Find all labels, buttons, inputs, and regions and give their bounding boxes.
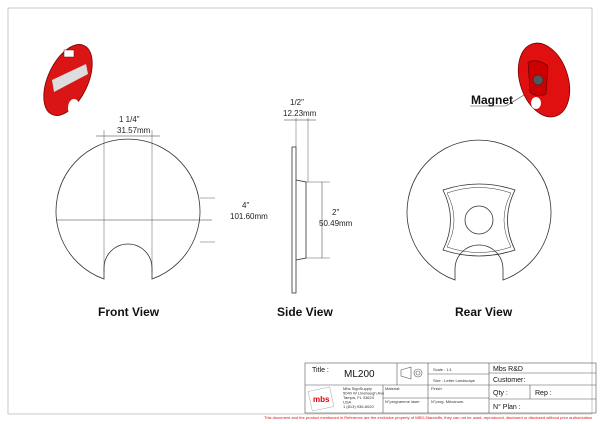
plan-number: N° Plan : — [493, 403, 521, 411]
magnet-label: Magnet — [471, 93, 513, 107]
front-view — [55, 130, 215, 280]
side-depth-mm: 12.23mm — [283, 109, 317, 118]
title-value: ML200 — [344, 369, 375, 380]
company: Mbs R&D — [493, 366, 523, 373]
front-view-label: Front View — [98, 305, 160, 319]
disclaimer: This document and the product mentioned … — [264, 415, 592, 420]
mbs-logo: mbs — [307, 386, 335, 412]
rep: Rep : — [535, 390, 552, 397]
side-view-label: Side View — [277, 305, 333, 319]
side-depth-inch: 1/2" — [290, 98, 304, 107]
scale: Scale : 1:1 — [433, 367, 453, 372]
mecanum-program: N°prog. Mécanum. — [431, 399, 464, 404]
side-view — [284, 118, 330, 294]
customer: Customer: — [493, 377, 525, 384]
laser-program: N°programme laser — [385, 399, 420, 404]
iso-rear-render — [517, 42, 571, 118]
side-height-inch: 2" — [332, 208, 339, 217]
qty: Qty : — [493, 390, 508, 397]
rear-view — [406, 139, 552, 281]
front-diameter-inch: 4" — [242, 201, 249, 210]
magnet-callout: Magnet — [470, 93, 525, 107]
rear-view-label: Rear View — [455, 305, 513, 319]
front-width-mm: 31.57mm — [117, 126, 151, 135]
finish: Finish — [431, 386, 442, 391]
material: Material: — [385, 386, 400, 391]
side-height-mm: 50.49mm — [319, 219, 353, 228]
front-diameter-mm: 101.60mm — [230, 212, 268, 221]
title-label: Title : — [312, 367, 329, 374]
title-block — [304, 362, 597, 414]
iso-front-render — [43, 44, 93, 117]
sheet-size: Size : Letter Landscape — [433, 378, 476, 383]
front-width-inch: 1 1/4" — [119, 115, 140, 124]
drawing-frame — [7, 7, 593, 415]
svg-text:mbs: mbs — [313, 395, 330, 404]
address: Mbs SignSupply 5040 W Linebaugh Ave Tamp… — [343, 386, 385, 409]
